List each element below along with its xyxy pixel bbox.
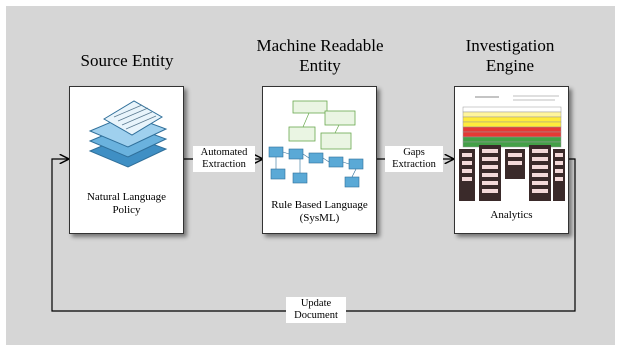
update-document-label: Update Document (286, 297, 346, 323)
automated-extraction-label: Automated Extraction (193, 146, 255, 172)
heading-investigation-engine: Investigation Engine (465, 36, 555, 75)
document-stack-icon (88, 100, 168, 168)
heading-machine-readable-entity: Machine Readable Entity (256, 36, 384, 75)
machine-readable-caption: Rule Based Language (SysML) (271, 199, 368, 224)
gaps-extraction-label: Gaps Extraction (385, 146, 443, 172)
machine-readable-box: Rule Based Language (SysML) (262, 86, 377, 234)
sysml-diagram-thumbnail (268, 100, 364, 188)
investigation-engine-caption: Analytics (490, 209, 533, 221)
source-entity-box: Natural Language Policy (69, 86, 184, 234)
investigation-engine-box: Analytics (454, 86, 569, 234)
heading-source-entity: Source Entity (80, 51, 174, 70)
analytics-table-thumbnail (459, 95, 565, 201)
source-entity-caption: Natural Language Policy (86, 191, 167, 216)
